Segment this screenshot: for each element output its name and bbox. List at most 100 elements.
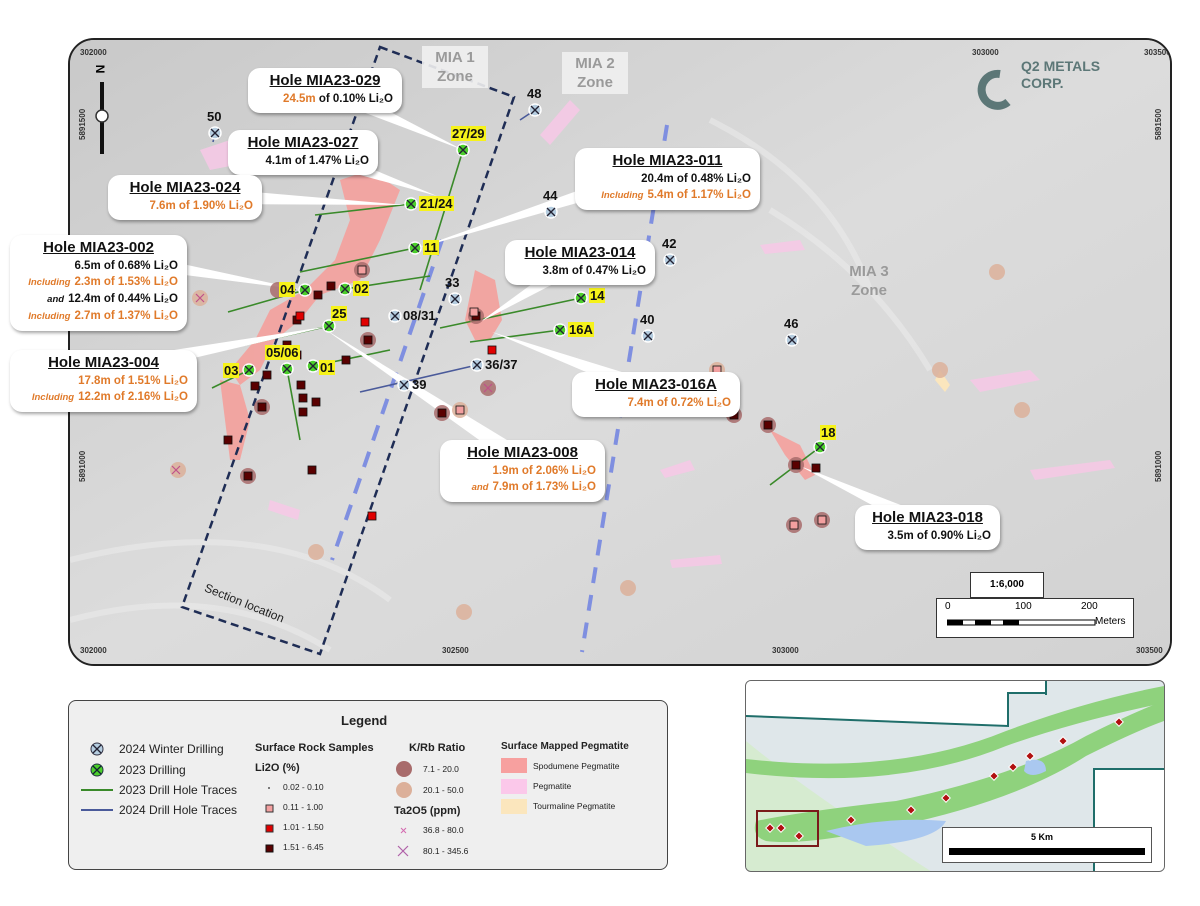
inset-drill-marker xyxy=(794,831,804,841)
rock-sample-square xyxy=(363,335,373,345)
callout-prefix: Including xyxy=(601,190,644,201)
zone-label-mia1: MIA 1 Zone xyxy=(422,46,488,88)
scale-tick-100: 100 xyxy=(1015,601,1032,612)
rock-sample-square xyxy=(811,463,821,473)
callout-value: 3.5m of 0.90% Li₂O xyxy=(887,530,991,542)
rock-sample-square xyxy=(296,380,306,390)
rock-sample-square xyxy=(298,393,308,403)
callout-title: Hole MIA23-004 xyxy=(48,354,159,371)
winter-drilling-symbol-icon xyxy=(90,742,104,756)
rock-sample-square xyxy=(326,281,336,291)
drill-collar-2024[interactable] xyxy=(544,205,558,219)
drill-collar-2023[interactable] xyxy=(306,359,320,373)
callout-title: Hole MIA23-024 xyxy=(129,179,241,196)
hole-label-2024: 36/37 xyxy=(485,357,518,372)
inset-map-graphic xyxy=(746,681,1164,871)
li2o-range-3-symbol xyxy=(265,824,274,833)
drill-collar-2023[interactable] xyxy=(298,283,312,297)
legend-symbols xyxy=(81,742,527,857)
rock-sample-square xyxy=(487,345,497,355)
callout-value: 2.7m of 1.37% Li₂O xyxy=(74,310,178,322)
drill-collar-2023[interactable] xyxy=(404,197,418,211)
zone-label-mia2: MIA 2 Zone xyxy=(562,52,628,94)
inset-drill-markers xyxy=(765,717,1124,841)
ta2o5-sample-cross xyxy=(195,293,205,303)
hole-label-text: 03 xyxy=(223,363,240,378)
coord-bottom-303000: 303000 xyxy=(772,646,799,655)
legend-spodumene: Spodumene Pegmatite xyxy=(533,761,620,771)
drill-hole-traces xyxy=(211,109,821,486)
tourmaline-swatch xyxy=(501,799,527,814)
hole-label-2024: 42 xyxy=(662,236,677,251)
callout-prefix: Including xyxy=(31,392,75,403)
drill-collar-2024[interactable] xyxy=(208,126,222,140)
callout-title: Hole MIA23-002 xyxy=(43,239,154,256)
north-label: N xyxy=(93,64,108,74)
drill-collar-2024[interactable] xyxy=(470,358,484,372)
hole-callout: Hole MIA23-011 20.4m of 0.48% Li₂O Includi… xyxy=(575,148,760,210)
drill-collar-2024[interactable] xyxy=(448,292,462,306)
drill-collar-2023[interactable] xyxy=(280,362,294,376)
scale-bar: 0 100 200 Meters xyxy=(936,598,1134,638)
drill-collar-2023[interactable] xyxy=(553,323,567,337)
hole-label-text: 02 xyxy=(353,281,370,296)
hole-label-2023: 27/29 xyxy=(451,126,486,141)
drill-collar-2024[interactable] xyxy=(388,309,402,323)
drill-collar-2023[interactable] xyxy=(408,241,422,255)
drill-collar-2023[interactable] xyxy=(338,282,352,296)
inset-drill-marker xyxy=(846,815,856,825)
callout-line: 3.5m of 0.90% Li₂O xyxy=(864,528,991,544)
callout-line: 4.1m of 1.47% Li₂O xyxy=(237,153,369,169)
drill-collar-2023[interactable] xyxy=(242,363,256,377)
callout-value: 7.4m of 0.72% Li₂O xyxy=(627,397,731,409)
drill-collar-2023[interactable] xyxy=(813,440,827,454)
callout-prefix: and xyxy=(471,482,489,493)
hole-label-2023: 14 xyxy=(589,288,606,303)
drill-collar-2024[interactable] xyxy=(785,333,799,347)
drill-collar-2023[interactable] xyxy=(456,143,470,157)
callout-line: 1.9m of 2.06% Li₂O xyxy=(449,463,596,479)
coord-left-5891500: 5891500 xyxy=(78,108,87,140)
drill-collar-2024[interactable] xyxy=(663,253,677,267)
krb-sample-circle xyxy=(308,544,324,560)
hole-label-2024: 48 xyxy=(527,86,542,101)
li2o-range-1-symbol xyxy=(268,787,270,789)
krb-sample-circle xyxy=(989,264,1005,280)
callout-title: Hole MIA23-011 xyxy=(612,152,723,169)
legend-ta-title: Ta2O5 (ppm) xyxy=(394,805,461,817)
hole-label-text: 27/29 xyxy=(451,126,486,141)
inset-location-map: 5 Km xyxy=(745,680,1165,872)
rock-sample-square xyxy=(295,311,305,321)
callout-prefix: and xyxy=(47,294,65,305)
callout-title: Hole MIA23-029 xyxy=(269,72,381,89)
rock-sample-square xyxy=(243,471,253,481)
drill-collar-2024[interactable] xyxy=(397,378,411,392)
krb-sample-circle xyxy=(932,362,948,378)
drill-trace-2023 xyxy=(211,369,250,389)
hole-label-text: 04 xyxy=(279,282,296,297)
callout-line: 3.8m of 0.47% Li₂O xyxy=(514,263,646,279)
inset-drill-marker xyxy=(765,823,775,833)
rock-sample-square xyxy=(257,402,267,412)
inset-drill-marker xyxy=(906,805,916,815)
callout-value: 20.4m of 0.48% Li₂O xyxy=(641,173,751,185)
zone-boundary-line xyxy=(330,239,444,561)
drill-collar-2024[interactable] xyxy=(641,329,655,343)
drill-collar-2023[interactable] xyxy=(322,319,336,333)
drill-collar-2023[interactable] xyxy=(574,291,588,305)
legend: Legend 2024 Winter Drilling 2023 Drillin… xyxy=(68,700,668,870)
drill-collar-2024[interactable] xyxy=(528,103,542,117)
hole-label-2023: 16A xyxy=(568,322,594,337)
rock-sample-square xyxy=(763,420,773,430)
rock-sample-square xyxy=(360,317,370,327)
drilling-2023-symbol-icon xyxy=(90,763,104,777)
callout-prefix: Including xyxy=(28,311,71,322)
coord-left-5891000: 5891000 xyxy=(78,450,87,482)
legend-2023-traces: 2023 Drill Hole Traces xyxy=(119,783,238,797)
